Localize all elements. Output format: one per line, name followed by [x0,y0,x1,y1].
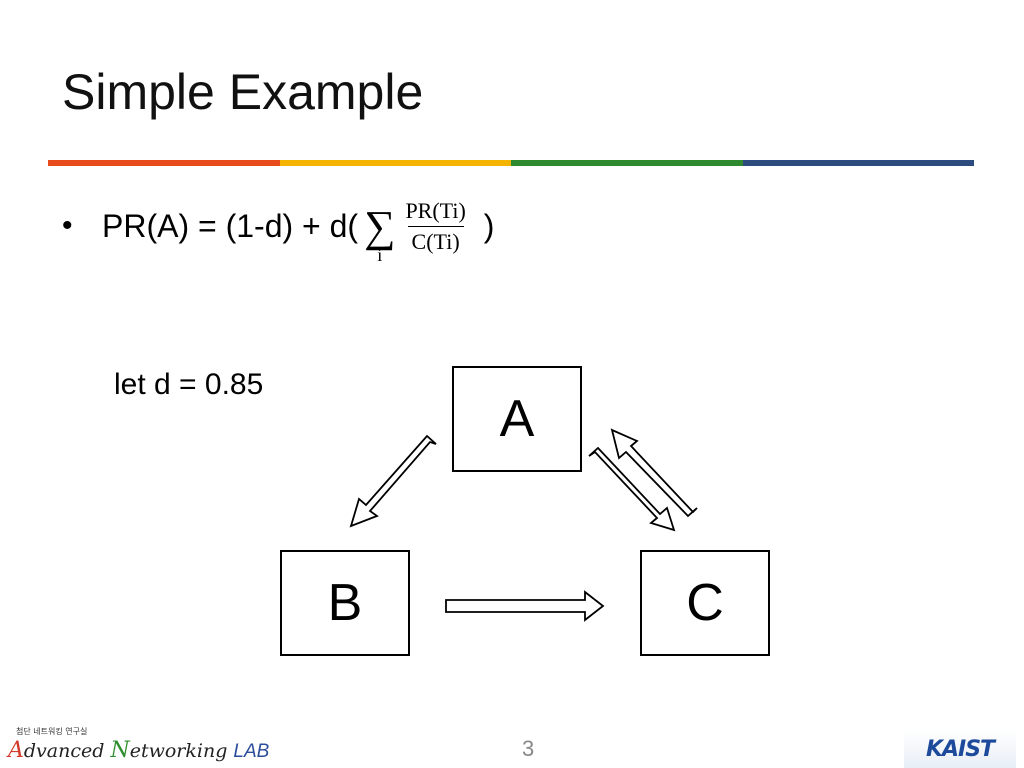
bar-segment-green [511,160,743,166]
lab-name: Advanced Networking LAB [8,738,270,763]
edge-arrow-a-to-c [588,446,676,532]
lab-korean-name: 첨단 네트워킹 연구실 [16,727,88,736]
title-underline-bar [48,160,974,166]
page-number: 3 [522,736,535,761]
edge-arrow-c-to-a [610,428,698,518]
fraction-denominator: C(Ti) [407,225,464,255]
lab-logo: 첨단 네트워킹 연구실 Advanced Networking LAB [6,724,269,764]
pagerank-formula: • PR(A) = (1-d) + d( ∑ i PR(Ti) C(Ti) ) [62,186,494,266]
graph-node-a: A [452,366,582,472]
bullet-point: • [62,209,73,242]
summation-index: i [377,245,383,265]
summation-symbol: ∑ [364,202,396,251]
bar-segment-red [48,160,280,166]
fraction-numerator: PR(Ti) [405,197,466,223]
edge-arrow-a-to-b [349,434,437,528]
kaist-logo: KAIST [904,730,1016,768]
summation: ∑ i [364,202,396,265]
graph-node-c: C [640,550,770,656]
fraction: PR(Ti) C(Ti) [401,198,469,255]
formula-prefix: PR(A) = (1-d) + d( [102,207,359,244]
bar-segment-blue [742,160,974,166]
formula-suffix: ) [483,207,495,244]
damping-factor-note: let d = 0.85 [114,368,264,401]
edge-arrow-b-to-c [445,590,605,622]
slide-title: Simple Example [62,64,424,120]
graph-node-b: B [280,550,410,656]
bar-segment-yellow [279,160,511,166]
